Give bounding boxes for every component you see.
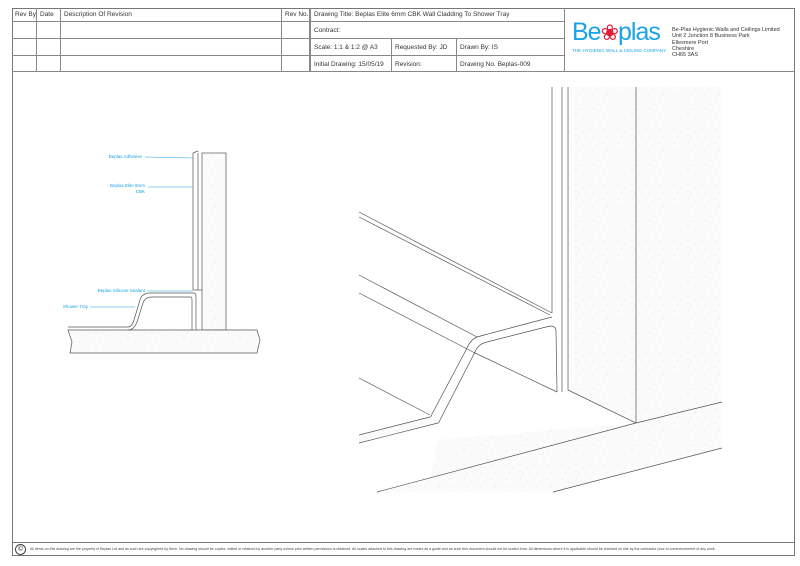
address-line: Unit 2 Junction 8 Business Park	[672, 33, 750, 40]
company-block	[565, 8, 795, 72]
description-header: Description Of Revision	[61, 8, 282, 22]
rev-cell	[37, 39, 61, 56]
rev-cell	[12, 56, 37, 72]
rev-cell	[282, 22, 310, 39]
sheet-border	[12, 8, 795, 556]
floor-slab	[67, 329, 261, 354]
rev-cell	[12, 39, 37, 56]
rev-cell	[282, 39, 310, 56]
cladding-panel	[192, 150, 199, 290]
requested-by: Requested By: JD	[392, 39, 457, 56]
rev-cell	[61, 39, 282, 56]
section-detail	[67, 150, 261, 354]
logo-plas: plas	[618, 18, 661, 46]
address-line: Cheshire	[672, 45, 695, 52]
address-line: Be-Plas Hygienic Walls and Ceilings Limi…	[672, 27, 780, 33]
company-tagline: THE HYGIENIC WALL & CEILING COMPANY	[572, 48, 667, 53]
wall-block	[568, 87, 722, 423]
scale: Scale: 1:1 & 1:2 @ A3	[310, 39, 392, 56]
rev-cell	[61, 22, 282, 39]
drawn-by: Drawn By: IS	[457, 39, 565, 56]
floor-block	[377, 402, 722, 492]
drawing-number: Drawing No. Beplas-009	[457, 56, 565, 72]
label-adhesive: Beplas Adhesive	[108, 154, 142, 159]
initial-drawing: Initial Drawing: 15/05/19	[310, 56, 392, 72]
label-shower-tray: Shower Tray	[62, 304, 88, 309]
address-line: Ellesmere Port	[672, 39, 709, 46]
rev-cell	[37, 22, 61, 39]
isometric-detail	[358, 87, 723, 493]
rev-cell	[37, 56, 61, 72]
adhesive-leader	[144, 156, 194, 159]
label-silicone-sealant: Beplas Silicone Sealant	[97, 288, 145, 293]
logo-bee-icon: ❀	[600, 20, 619, 45]
company-address: Be-Plas Hygienic Walls and Ceilings Limi…	[672, 27, 780, 58]
date-header: Date	[37, 8, 61, 22]
rev-cell	[282, 56, 310, 72]
shower-tray	[68, 292, 197, 330]
rev-no-header: Rev No.	[282, 8, 310, 22]
contract: Contract:	[310, 22, 565, 39]
rev-by-header: Rev By	[12, 8, 37, 22]
shower-tray-inner	[127, 296, 193, 331]
drawing-title: Drawing Title: Beplas Elite 6mm CBK Wall…	[310, 8, 565, 22]
revision: Revision:	[392, 56, 457, 72]
rev-cell	[61, 56, 282, 72]
rev-cell	[12, 22, 37, 39]
label-elite-cbk: Beplas Elite 6mm CBK	[109, 183, 145, 194]
logo-be: Be	[572, 18, 602, 46]
company-logo: Be❀plas THE HYGIENIC WALL & CEILING COMP…	[572, 18, 667, 54]
address-line: CH65 3AS	[672, 52, 698, 59]
copyright-notice: All items on this drawing are the proper…	[12, 542, 795, 556]
wall-section	[201, 152, 227, 331]
leader-lines	[90, 156, 194, 308]
copyright-icon: ©	[15, 544, 26, 555]
